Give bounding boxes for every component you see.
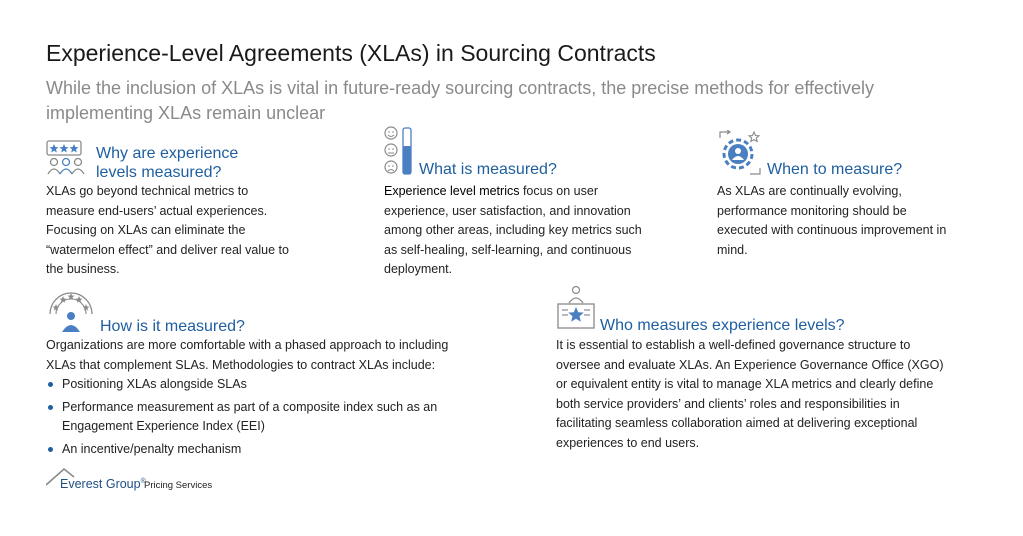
why-body: XLAs go beyond technical metrics to meas… [46, 184, 289, 276]
list-item: Positioning XLAs alongside SLAs [46, 375, 476, 394]
how-heading: How is it measured? [100, 318, 245, 335]
satisfaction-meter-icon [382, 126, 416, 176]
why-heading-line2: levels measured? [96, 164, 222, 181]
everest-group-logo: Everest Group® Pricing Services [46, 466, 246, 496]
page-title: Experience-Level Agreements (XLAs) in So… [46, 40, 656, 66]
brand-name: Everest Group® [60, 477, 146, 491]
what-body-text: focus on user experience, user satisfact… [384, 184, 642, 276]
list-item: An incentive/penalty mechanism [46, 440, 476, 459]
brand-text: Everest Group [60, 477, 141, 491]
when-heading: When to measure? [767, 161, 903, 178]
presenter-star-icon [556, 286, 596, 332]
who-heading: Who measures experience levels? [600, 317, 845, 334]
what-heading: What is measured? [419, 161, 557, 178]
when-body: As XLAs are continually evolving, perfor… [717, 184, 947, 257]
registered-mark: ® [140, 477, 146, 485]
who-body: It is essential to establish a well-defi… [556, 338, 944, 450]
why-heading-line1: Why are experience [96, 145, 239, 162]
how-bullet-list: Positioning XLAs alongside SLAs Performa… [46, 375, 476, 463]
why-heading: Why are experience levels measured? [96, 144, 238, 182]
rating-gauge-icon [46, 288, 96, 332]
rating-users-icon [46, 140, 90, 178]
list-item: Performance measurement as part of a com… [46, 398, 476, 436]
service-name: Pricing Services [144, 480, 213, 491]
gear-cycle-icon [716, 130, 764, 176]
page-subtitle: While the inclusion of XLAs is vital in … [46, 78, 875, 123]
what-body: Experience level metrics focus on user e… [384, 182, 644, 280]
what-lead: Experience level metrics [384, 184, 520, 198]
how-body: Organizations are more comfortable with … [46, 338, 449, 372]
mountain-peak-icon [46, 467, 75, 486]
